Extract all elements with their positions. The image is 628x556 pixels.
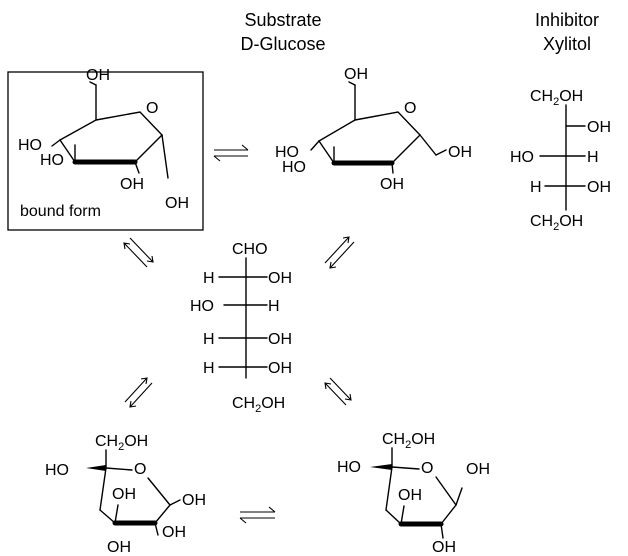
- bound-form-alpha-pyranose: OH O HO HO OH OH bound form: [7, 67, 204, 231]
- svg-text:CH2OH: CH2OH: [530, 213, 583, 233]
- svg-text:H: H: [530, 179, 542, 196]
- equilibrium-arrow-box-to-beta: [213, 144, 249, 162]
- svg-text:O: O: [421, 460, 433, 477]
- svg-text:H: H: [203, 270, 215, 287]
- svg-text:CHO: CHO: [232, 241, 268, 258]
- bound-form-box: [7, 71, 204, 231]
- bound-form-label: bound form: [20, 203, 101, 220]
- svg-text:OH: OH: [182, 492, 206, 509]
- svg-text:OH: OH: [344, 66, 368, 83]
- inhibitor-name: Xylitol: [543, 34, 591, 54]
- xylitol-structure: CH2OH OH HO H H OH CH2OH: [510, 88, 611, 233]
- svg-text:H: H: [203, 331, 215, 348]
- svg-text:HO: HO: [337, 459, 361, 476]
- svg-text:HO: HO: [18, 137, 42, 154]
- svg-text:O: O: [134, 461, 146, 478]
- equilibrium-arrow-open-to-beta-furanose: [324, 377, 352, 406]
- svg-text:OH: OH: [86, 67, 110, 84]
- svg-text:OH: OH: [268, 270, 292, 287]
- svg-text:OH: OH: [268, 331, 292, 348]
- svg-text:O: O: [146, 100, 158, 117]
- equilibrium-arrow-beta-to-open: [324, 236, 355, 269]
- svg-text:HO: HO: [275, 144, 299, 161]
- svg-text:OH: OH: [466, 461, 490, 478]
- equilibrium-arrow-box-to-open: [123, 237, 154, 268]
- svg-text:OH: OH: [162, 524, 186, 541]
- svg-text:OH: OH: [112, 486, 136, 503]
- svg-text:OH: OH: [432, 539, 456, 556]
- svg-text:OH: OH: [107, 539, 131, 556]
- svg-text:OH: OH: [398, 487, 422, 504]
- substrate-name: D-Glucose: [240, 34, 325, 54]
- svg-text:CH2OH: CH2OH: [530, 88, 583, 108]
- beta-furanose: CH2OH HO O OH OH OH: [337, 431, 490, 556]
- svg-text:HO: HO: [190, 298, 214, 315]
- svg-text:H: H: [268, 298, 280, 315]
- svg-text:HO: HO: [45, 462, 69, 479]
- svg-text:OH: OH: [120, 176, 144, 193]
- svg-text:H: H: [587, 149, 599, 166]
- svg-text:OH: OH: [448, 144, 472, 161]
- svg-text:HO: HO: [282, 159, 306, 176]
- equilibrium-arrow-open-to-alpha-furanose: [124, 377, 153, 408]
- svg-text:HO: HO: [40, 152, 64, 169]
- beta-pyranose: OH O HO HO OH OH: [275, 66, 472, 193]
- svg-text:HO: HO: [510, 149, 534, 166]
- svg-text:CH2OH: CH2OH: [95, 433, 148, 453]
- alpha-furanose: CH2OH HO O OH OH OH OH: [45, 433, 206, 556]
- equilibrium-arrow-furanoses: [239, 506, 276, 524]
- svg-text:OH: OH: [165, 195, 189, 212]
- svg-text:OH: OH: [380, 176, 404, 193]
- svg-text:CH2OH: CH2OH: [382, 431, 435, 451]
- inhibitor-heading: Inhibitor: [535, 10, 599, 30]
- svg-text:CH2OH: CH2OH: [232, 395, 285, 415]
- svg-text:H: H: [203, 360, 215, 377]
- svg-text:OH: OH: [587, 179, 611, 196]
- substrate-heading: Substrate: [244, 10, 321, 30]
- open-chain-structure: CHO H OH HO H H OH H OH CH2OH: [190, 241, 292, 415]
- svg-text:OH: OH: [268, 360, 292, 377]
- svg-text:OH: OH: [587, 119, 611, 136]
- svg-text:O: O: [404, 100, 416, 117]
